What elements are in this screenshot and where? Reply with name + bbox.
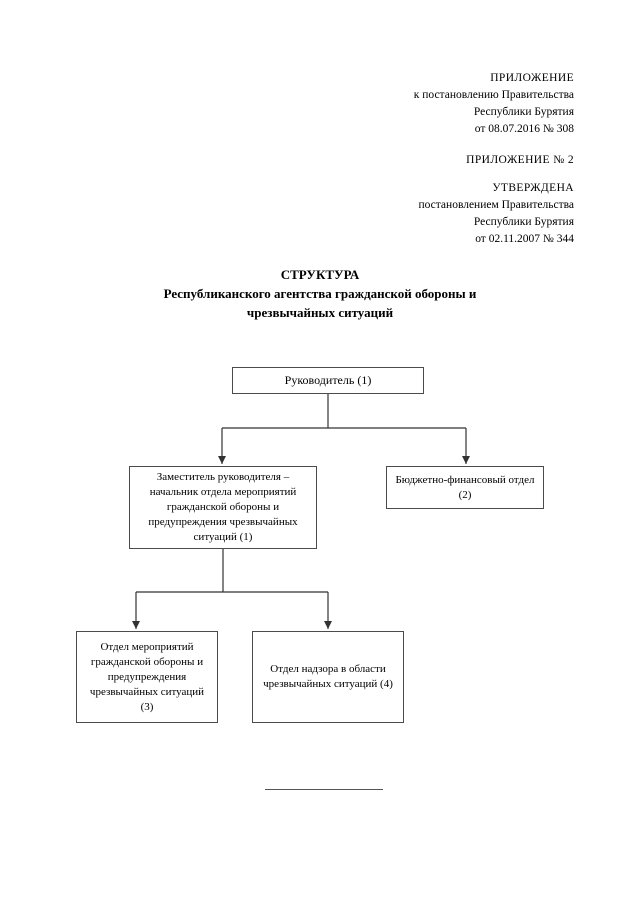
header-line-9: от 02.11.2007 № 344	[475, 233, 574, 245]
document-header: ПРИЛОЖЕНИЕ к постановлению Правительства…	[274, 70, 574, 248]
footer-divider	[265, 789, 383, 790]
header-line-8: Республики Бурятия	[473, 216, 574, 228]
header-line-5: ПРИЛОЖЕНИЕ № 2	[466, 154, 574, 166]
node-head[interactable]: Руководитель (1)	[232, 367, 424, 394]
header-line-7: постановлением Правительства	[418, 199, 574, 211]
node-budget-finance-department[interactable]: Бюджетно-финансовый отдел (2)	[386, 466, 544, 509]
title-line-2: Республиканского агентства гражданской о…	[163, 286, 477, 301]
node-civil-defense-department[interactable]: Отдел мероприятий гражданской обороны и …	[76, 631, 218, 723]
title-line-3: чрезвычайных ситуаций	[246, 305, 394, 320]
page-title: СТРУКТУРА Республиканского агентства гра…	[0, 265, 640, 322]
node-supervision-department[interactable]: Отдел надзора в области чрезвычайных сит…	[252, 631, 404, 723]
header-line-1: ПРИЛОЖЕНИЕ	[490, 72, 574, 84]
header-line-2: к постановлению Правительства	[413, 89, 574, 101]
title-line-1: СТРУКТУРА	[280, 267, 360, 282]
header-line-3: Республики Бурятия	[473, 106, 574, 118]
node-deputy[interactable]: Заместитель руководителя – начальник отд…	[129, 466, 317, 549]
header-line-6: УТВЕРЖДЕНА	[492, 182, 574, 194]
header-line-4: от 08.07.2016 № 308	[474, 123, 574, 135]
